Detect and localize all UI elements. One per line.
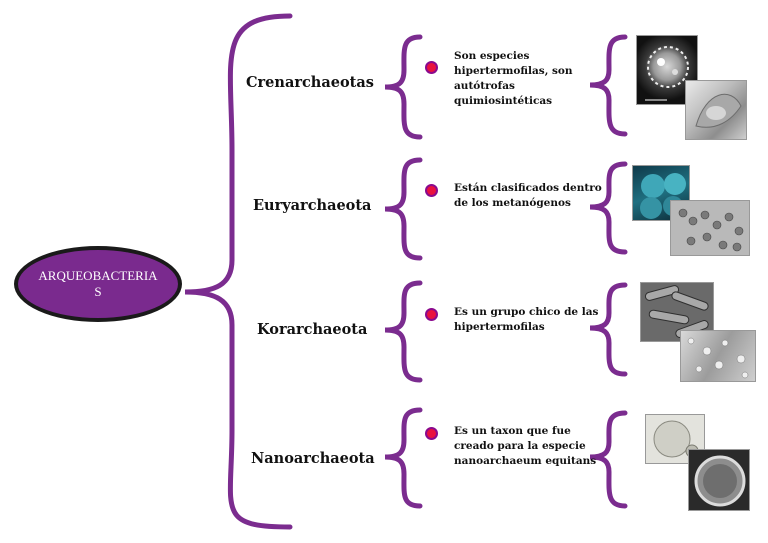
main-brace [184, 13, 293, 530]
root-label-line2: S [94, 284, 102, 299]
brace-crenarchaeotas [384, 34, 423, 140]
brace-images-1 [589, 34, 628, 137]
description-crenarchaeotas: Son especies hipertermofilas, son autótr… [454, 49, 604, 109]
phylum-label-korarchaeota: Korarchaeota [257, 321, 368, 338]
phylum-label-nanoarchaeota: Nanoarchaeota [251, 450, 375, 467]
brace-korarchaeota [384, 280, 423, 383]
bullet-dot [425, 427, 438, 440]
brace-images-3 [589, 282, 628, 377]
micrograph-image [645, 414, 705, 464]
bullet-dot [425, 308, 438, 321]
description-korarchaeota: Es un grupo chico de las hipertermofilas [454, 305, 604, 335]
root-label-line1: ARQUEOBACTERIA [38, 268, 158, 283]
micrograph-image [680, 330, 756, 382]
description-line: Es un taxon que fue [454, 425, 571, 437]
description-line: nanoarchaeum equitans [454, 455, 597, 467]
description-line: Son especies [454, 50, 530, 62]
micrograph-image [688, 449, 750, 511]
description-euryarchaeota: Están clasificados dentro de los metanóg… [454, 181, 604, 211]
description-line: quimiosintéticas [454, 95, 553, 107]
micrograph-image [685, 80, 747, 140]
description-line: autótrofas [454, 80, 515, 92]
brace-images-4 [589, 410, 628, 509]
brace-nanoarchaeota [384, 407, 423, 509]
description-line: hipertermofilas, son [454, 65, 573, 77]
brace-euryarchaeota [384, 157, 423, 261]
phylum-label-euryarchaeota: Euryarchaeota [253, 197, 372, 214]
phylum-label-crenarchaeotas: Crenarchaeotas [246, 74, 374, 91]
description-line: hipertermofilas [454, 321, 545, 333]
description-line: de los metanógenos [454, 197, 571, 209]
bullet-dot [425, 184, 438, 197]
description-line: creado para la especie [454, 440, 586, 452]
micrograph-image [670, 200, 750, 256]
description-line: Están clasificados dentro [454, 182, 602, 194]
root-node: ARQUEOBACTERIA S [14, 246, 182, 322]
brace-images-2 [589, 161, 628, 255]
description-line: Es un grupo chico de las [454, 306, 599, 318]
bullet-dot [425, 61, 438, 74]
description-nanoarchaeota: Es un taxon que fue creado para la espec… [454, 424, 604, 469]
